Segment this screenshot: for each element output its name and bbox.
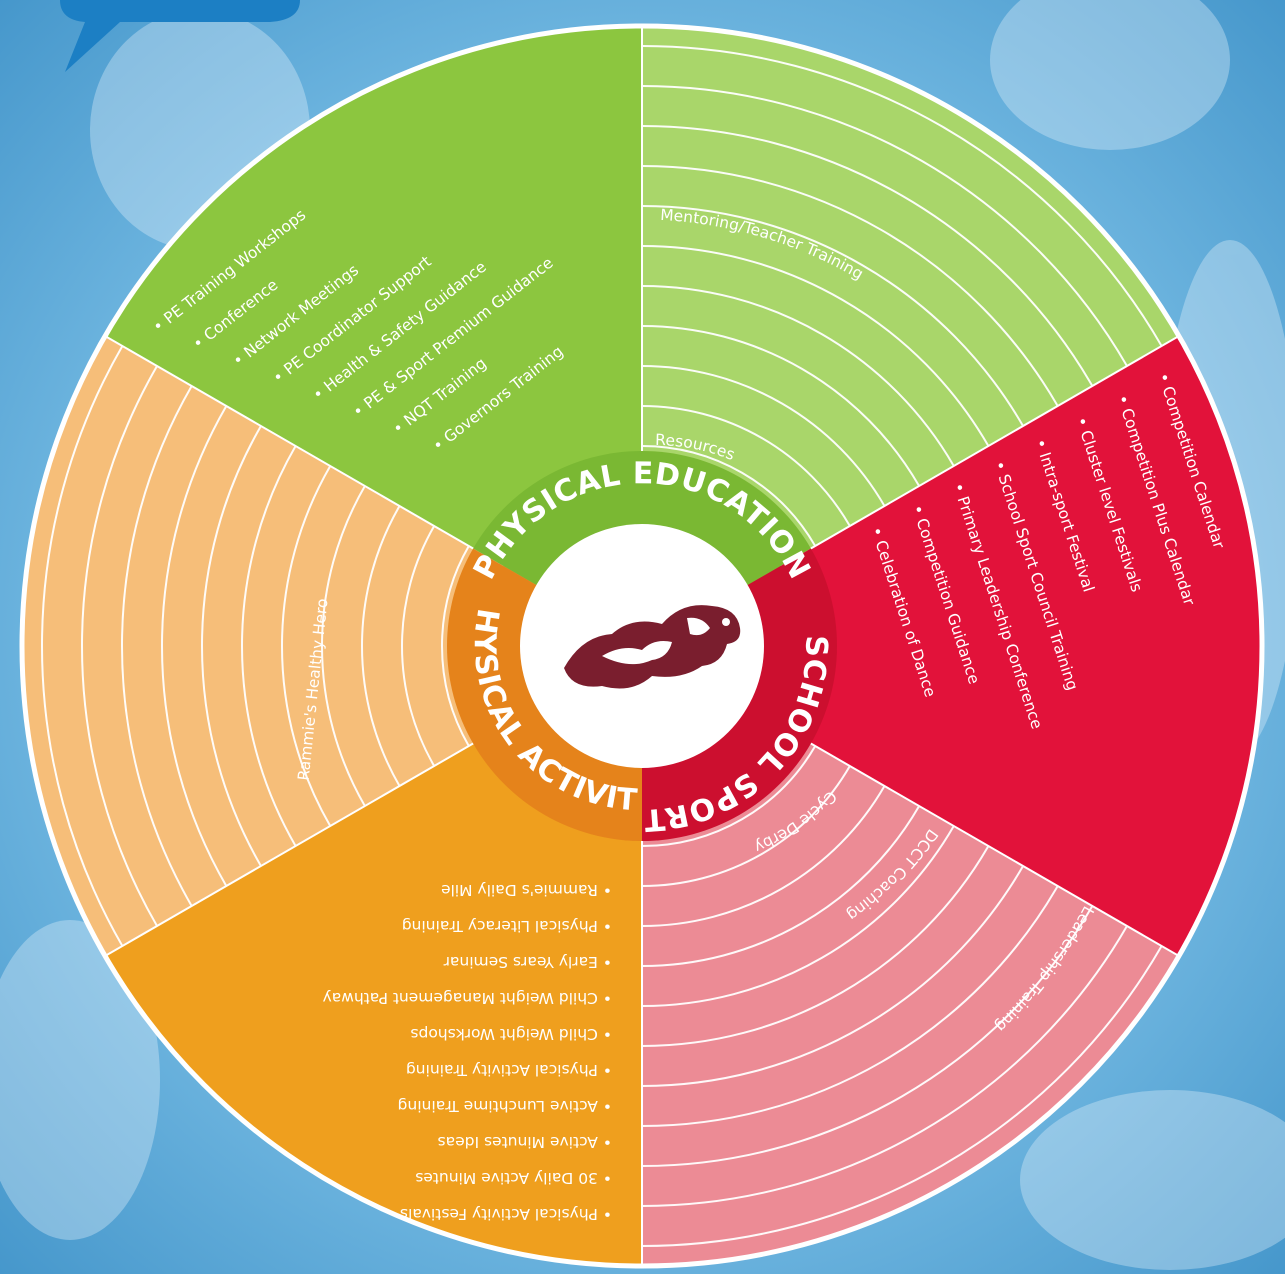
ring-line — [641, 165, 1059, 407]
ring-line — [641, 925, 1128, 1207]
bullet-item: • Physical Activity Festivals — [400, 1205, 612, 1223]
ring-line — [641, 845, 990, 1047]
speech-bubble-icon — [60, 0, 300, 72]
ring-line — [641, 945, 1163, 1247]
ring-line — [641, 125, 1094, 387]
ring-line — [121, 385, 193, 907]
ring-line — [641, 45, 1163, 347]
ring-line — [641, 85, 1128, 367]
ring-line — [201, 425, 262, 867]
ring-line — [641, 285, 955, 467]
physical-activity-list: • Rammie's Daily Mile • Physical Literacy… — [323, 881, 612, 1223]
ring-line — [361, 505, 401, 787]
ring-line — [641, 325, 920, 487]
ring-line — [641, 805, 920, 967]
leaping-ram-mascot-icon — [564, 605, 741, 689]
bullet-item: • Physical Activity Training — [406, 1061, 612, 1079]
ring-line — [441, 545, 470, 747]
bullet-item: • Early Years Seminar — [443, 953, 612, 971]
bullet-item: • 30 Daily Active Minutes — [415, 1169, 612, 1187]
ring-line — [641, 365, 886, 507]
ring-line — [41, 345, 124, 947]
ring-line — [641, 885, 1059, 1127]
bullet-item: • Child Weight Workshops — [410, 1025, 612, 1043]
ring-line — [641, 245, 990, 447]
ring-line — [641, 825, 955, 1007]
wedge-ss-bullets — [642, 326, 1262, 966]
ring-line — [241, 445, 297, 847]
ring-line — [81, 365, 158, 927]
ring-line — [641, 905, 1094, 1167]
bullet-item: • Rammie's Daily Mile — [441, 881, 612, 899]
ring-line — [641, 765, 851, 887]
ring-line — [281, 465, 332, 827]
bullet-item: • Physical Literacy Training — [402, 917, 612, 935]
ring-line — [641, 785, 886, 927]
ring-line — [641, 745, 817, 847]
wheel-outline — [19, 23, 1265, 1269]
bullet-item: • Active Minutes Ideas — [438, 1133, 612, 1151]
ring-line — [641, 405, 851, 527]
ring-line — [641, 205, 1024, 427]
ring-line — [641, 445, 817, 547]
ring-line — [161, 405, 228, 887]
bullet-item: • Child Weight Management Pathway — [323, 989, 612, 1007]
bullet-item: • Active Lunchtime Training — [398, 1097, 612, 1115]
ring-line — [401, 525, 436, 767]
ring-line — [321, 485, 366, 807]
ring-line — [641, 865, 1024, 1087]
